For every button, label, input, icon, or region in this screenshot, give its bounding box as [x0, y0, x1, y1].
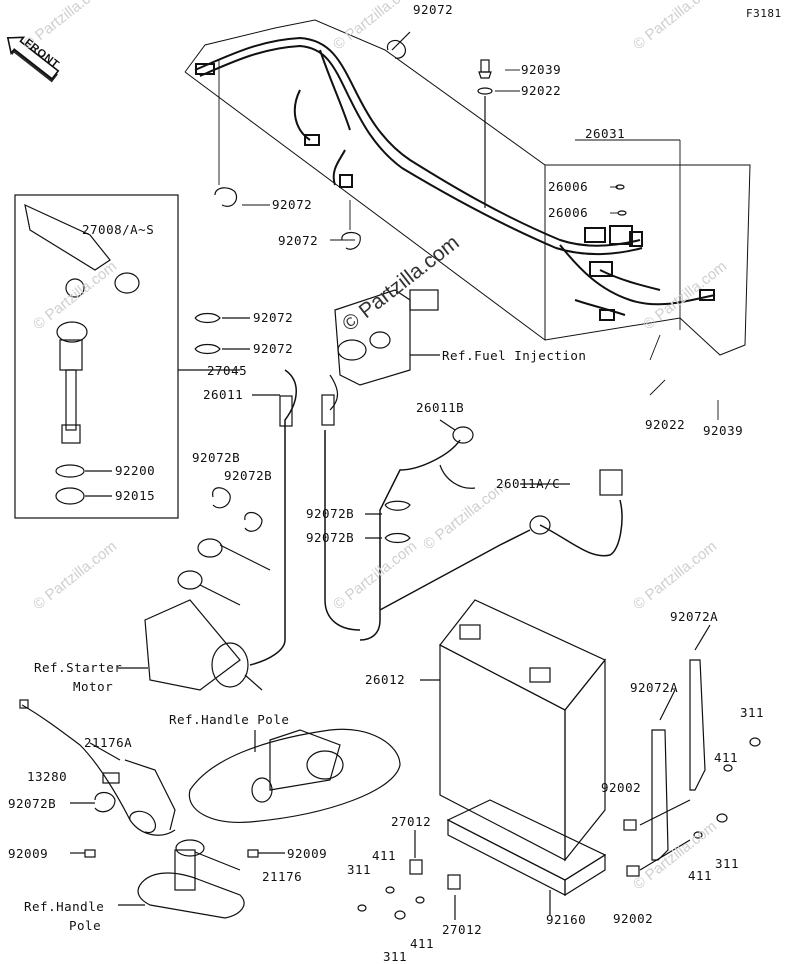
label-26011b: 26011B: [416, 400, 465, 415]
label-92160: 92160: [546, 912, 587, 927]
label-92072b-3: 92072B: [306, 506, 355, 521]
label-26011: 26011: [203, 387, 244, 402]
label-27012-b: 27012: [442, 922, 483, 937]
label-ref-starter-motor: Motor: [73, 679, 114, 694]
label-92072b-4: 92072B: [306, 530, 355, 545]
label-26006-b: 26006: [548, 205, 589, 220]
label-26012: 26012: [365, 672, 406, 687]
label-92002-a: 92002: [601, 780, 642, 795]
label-92072-box2: 92072: [253, 341, 294, 356]
label-92009-a: 92009: [8, 846, 49, 861]
label-311-a: 311: [740, 705, 765, 720]
label-26011ac: 26011A/C: [496, 476, 561, 491]
harness-frame: [184, 19, 751, 356]
washer-92022-top: [477, 87, 493, 95]
label-92072a-1: 92072A: [670, 609, 719, 624]
label-92072-mid1: 92072: [272, 197, 313, 212]
label-411-a: 411: [714, 750, 739, 765]
label-92072-mid2: 92072: [278, 233, 319, 248]
figure-id: F3181: [746, 7, 782, 20]
label-27012-a: 27012: [391, 814, 432, 829]
label-92009-b: 92009: [287, 846, 328, 861]
battery: [420, 599, 606, 862]
label-27045: 27045: [207, 363, 248, 378]
label-92039-top: 92039: [521, 62, 562, 77]
relay-block: [334, 289, 440, 386]
label-411-d: 411: [410, 936, 435, 951]
clip-92072-top: [386, 39, 407, 59]
starter-motor: [118, 538, 271, 691]
label-92072-box1: 92072: [253, 310, 294, 325]
clip-92072-mid: [214, 187, 238, 207]
label-ref-starter: Ref.Starter: [34, 660, 123, 675]
label-ref-handle-bottom-pole: Pole: [69, 918, 102, 933]
label-92072-top: 92072: [413, 2, 454, 17]
label-411-b: 411: [372, 848, 397, 863]
label-26031: 26031: [585, 126, 626, 141]
label-92072b-1: 92072B: [192, 450, 241, 465]
label-92072b-2: 92072B: [224, 468, 273, 483]
label-92015: 92015: [115, 488, 156, 503]
label-13280: 13280: [27, 769, 68, 784]
label-27008: 27008/A~S: [82, 222, 155, 237]
label-311-d: 311: [383, 949, 408, 964]
handle-pole-lower: [118, 839, 245, 919]
front-arrow-icon: [6, 36, 60, 83]
label-ref-handle-pole-top: Ref.Handle Pole: [169, 712, 290, 727]
handle-pole-plate: [188, 728, 401, 823]
label-ref-handle-bottom: Ref.Handle: [24, 899, 105, 914]
label-21176: 21176: [262, 869, 303, 884]
clip-92072-mid2: [341, 231, 361, 250]
bolt-92039-top: [478, 59, 492, 79]
battery-tray: [446, 799, 607, 915]
key-switch-box: [14, 194, 240, 519]
label-ref-fuel-injection: Ref.Fuel Injection: [442, 348, 587, 363]
label-311-c: 311: [715, 856, 740, 871]
label-311-b: 311: [347, 862, 372, 877]
label-92072a-2: 92072A: [630, 680, 679, 695]
label-92039-right: 92039: [703, 423, 744, 438]
label-92072b-5: 92072B: [8, 796, 57, 811]
label-92022-top: 92022: [521, 83, 562, 98]
label-92200: 92200: [115, 463, 156, 478]
main-wiring-harness: [194, 36, 716, 321]
label-92022-right: 92022: [645, 417, 686, 432]
label-92002-b: 92002: [613, 911, 654, 926]
label-26006-a: 26006: [548, 179, 589, 194]
label-411-c: 411: [688, 868, 713, 883]
label-21176a: 21176A: [84, 735, 133, 750]
